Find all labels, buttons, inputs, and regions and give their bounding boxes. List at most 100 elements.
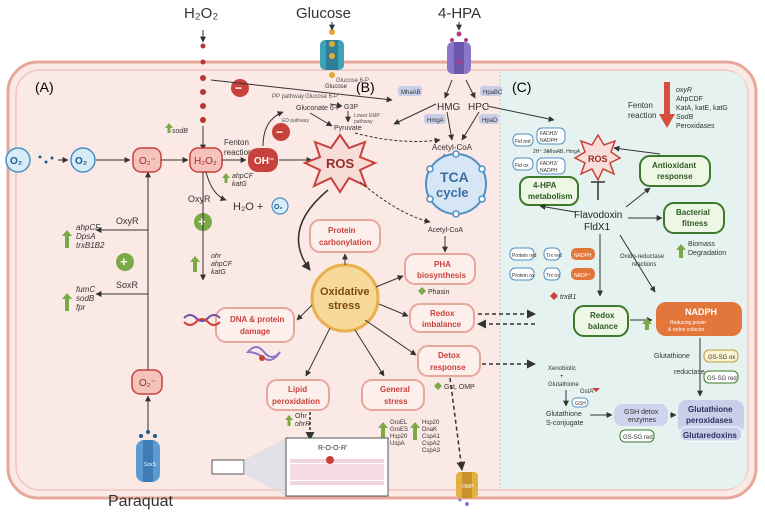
svg-text:Bacterial: Bacterial bbox=[676, 208, 710, 217]
bacterial-fitness-box bbox=[663, 202, 725, 234]
o2-inside bbox=[70, 147, 96, 173]
svg-text:peroxidases: peroxidases bbox=[686, 416, 733, 425]
xenobiotic-label: Xenobiotic bbox=[548, 366, 576, 372]
panel-a-label: (A) bbox=[35, 79, 54, 95]
svg-text:O₂: O₂ bbox=[274, 204, 283, 211]
inhibit-icon-2 bbox=[272, 123, 290, 141]
svg-text:GSH detox: GSH detox bbox=[624, 409, 659, 416]
svg-text:Hsp20: Hsp20 bbox=[422, 420, 440, 426]
svg-text:GSH: GSH bbox=[575, 401, 586, 407]
ahpcf-label: ahpCF bbox=[232, 173, 254, 180]
svg-text:CspA1: CspA1 bbox=[422, 434, 441, 440]
svg-text:Oxidative: Oxidative bbox=[320, 286, 370, 298]
o2-outside bbox=[5, 147, 31, 173]
svg-text:peroxidation: peroxidation bbox=[272, 397, 320, 406]
svg-text:O₂⁻: O₂⁻ bbox=[139, 156, 156, 167]
svg-text:GroES: GroES bbox=[390, 427, 408, 433]
ros-label: ROS bbox=[326, 156, 355, 171]
svg-text:& redox cofactor: & redox cofactor bbox=[668, 327, 705, 333]
svg-text:Protein: Protein bbox=[328, 226, 356, 235]
fenton-reaction-label-a: Fenton bbox=[224, 138, 249, 147]
svg-text:CspA3: CspA3 bbox=[422, 448, 441, 454]
panel-c-label: (C) bbox=[512, 79, 531, 95]
svg-text:GS-SG red: GS-SG red bbox=[707, 376, 737, 382]
soxr-label: SoxR bbox=[116, 280, 139, 290]
hmga-enzyme: HmgA bbox=[427, 118, 444, 124]
svg-text:SodB: SodB bbox=[676, 114, 693, 121]
svg-text:GS-SG red: GS-SG red bbox=[623, 435, 653, 441]
pyruvate: Pyruvate bbox=[334, 125, 362, 132]
svg-text:NADPH: NADPH bbox=[685, 307, 717, 317]
acetyl-coa-2: Acetyl-CoA bbox=[428, 227, 463, 234]
hpa-metabolism-box bbox=[519, 176, 579, 206]
phasin-label: Phasin bbox=[428, 289, 450, 296]
omp-transporter bbox=[456, 472, 478, 506]
svg-text:−: − bbox=[276, 125, 283, 139]
svg-text:stress: stress bbox=[384, 397, 408, 406]
svg-text:O₂: O₂ bbox=[10, 156, 22, 167]
svg-text:NADPH: NADPH bbox=[540, 168, 558, 174]
svg-text:Ohr: Ohr bbox=[295, 413, 307, 420]
svg-text:carbonylation: carbonylation bbox=[319, 238, 372, 247]
svg-text:Trx red: Trx red bbox=[546, 253, 562, 259]
svg-text:UspA: UspA bbox=[390, 441, 405, 447]
antioxidant-response-box bbox=[639, 155, 711, 187]
svg-text:MhaAB, HmgA: MhaAB, HmgA bbox=[547, 149, 581, 155]
conjugate-label: Glutathione bbox=[546, 411, 582, 418]
svg-text:PHA: PHA bbox=[434, 260, 451, 269]
sodb-label: sodB bbox=[172, 128, 188, 135]
svg-text:NADP⁺: NADP⁺ bbox=[574, 273, 591, 279]
glutaredoxins-label: Glutaredoxins bbox=[683, 431, 737, 440]
glucose-input-label: Glucose bbox=[296, 5, 351, 22]
svg-text:GstA: GstA bbox=[580, 389, 593, 395]
svg-text:H₂O₂: H₂O₂ bbox=[194, 156, 217, 167]
acetyl-coa-1: Acetyl-CoA bbox=[432, 143, 473, 152]
superoxide-node-2 bbox=[131, 369, 163, 395]
svg-text:Hsp20: Hsp20 bbox=[390, 434, 408, 440]
svg-text:Peroxidases: Peroxidases bbox=[676, 123, 715, 130]
svg-text:reaction: reaction bbox=[224, 148, 252, 157]
svg-text:Degradation: Degradation bbox=[688, 250, 726, 257]
oxidative-stress-node bbox=[310, 263, 380, 333]
glutathione-peroxidases-box bbox=[678, 400, 744, 434]
svg-text:Glucose 6-P: Glucose 6-P bbox=[305, 94, 338, 100]
svg-text:stress: stress bbox=[328, 300, 360, 312]
svg-text:Glutathione: Glutathione bbox=[688, 405, 733, 414]
hpa-transporter bbox=[447, 31, 471, 74]
svg-text:GroEL: GroEL bbox=[390, 420, 408, 426]
svg-text:ahpCF: ahpCF bbox=[76, 223, 101, 232]
svg-text:OH⁻: OH⁻ bbox=[254, 156, 274, 167]
ros-burst bbox=[302, 133, 378, 194]
svg-text:GS-SG ox: GS-SG ox bbox=[708, 355, 735, 361]
svg-text:DpsA: DpsA bbox=[76, 232, 96, 241]
paraquat-transporter bbox=[136, 430, 160, 482]
mhaab-enzyme: MhaAB bbox=[401, 90, 421, 96]
svg-text:trxB1B2: trxB1B2 bbox=[76, 241, 105, 250]
svg-text:General: General bbox=[380, 385, 410, 394]
svg-text:Detox: Detox bbox=[438, 351, 461, 360]
paraquat-label: Paraquat bbox=[108, 493, 173, 510]
svg-text:Trx ox: Trx ox bbox=[546, 273, 560, 279]
hydroxyl-node bbox=[248, 148, 278, 172]
svg-text:Protein ox: Protein ox bbox=[512, 273, 535, 279]
g3p: G3P bbox=[344, 104, 358, 111]
svg-text:+: + bbox=[120, 254, 128, 269]
svg-text:sodB: sodB bbox=[76, 294, 95, 303]
activate-icon-2 bbox=[116, 253, 134, 271]
dna-protein-damage-box bbox=[215, 307, 295, 343]
svg-text:ohrR: ohrR bbox=[295, 421, 310, 428]
svg-text:cycle: cycle bbox=[436, 185, 469, 200]
svg-text:katG: katG bbox=[211, 269, 226, 276]
soxs-label: SoxS bbox=[144, 462, 157, 468]
svg-text:4-HPA: 4-HPA bbox=[533, 181, 557, 190]
glutathione-reductase-label: Glutathione bbox=[654, 353, 690, 360]
svg-text:KatA, katE, katG: KatA, katE, katG bbox=[676, 105, 728, 112]
svg-text:2H⁺ 2e: 2H⁺ 2e bbox=[533, 149, 549, 155]
lipid-peroxidation-box bbox=[266, 379, 330, 411]
svg-text:Glutathione: Glutathione bbox=[548, 382, 579, 388]
trxb1-label: trxB1 bbox=[560, 294, 576, 301]
svg-text:O₂: O₂ bbox=[75, 156, 87, 167]
svg-text:fumC: fumC bbox=[76, 285, 95, 294]
svg-text:reaction: reaction bbox=[628, 111, 656, 120]
